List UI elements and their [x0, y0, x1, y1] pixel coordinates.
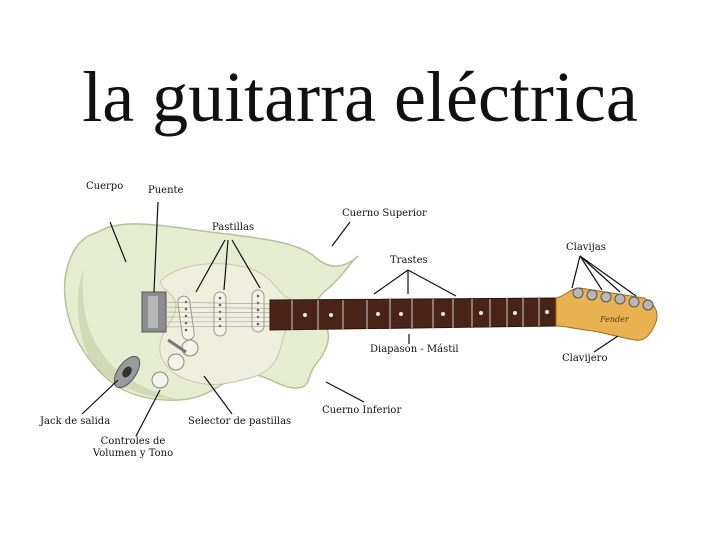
- body-shade: [77, 270, 180, 400]
- label-puente: Puente: [148, 185, 184, 196]
- knob-volume: [151, 371, 169, 389]
- label-clavijero: Clavijero: [562, 353, 608, 364]
- label-selector-pastillas: Selector de pastillas: [188, 416, 292, 427]
- label-controles: Controles de Volumen y Tono: [88, 436, 178, 460]
- knob-tone-1: [167, 353, 185, 371]
- label-controles-line2: Volumen y Tono: [92, 448, 174, 459]
- fret-markers: [303, 310, 549, 317]
- label-pastillas: Pastillas: [212, 222, 255, 233]
- pickup-selector: [167, 338, 187, 354]
- headstock-logo: Fender: [599, 315, 630, 324]
- knob-tone-2: [181, 339, 199, 357]
- label-trastes: Trastes: [390, 255, 428, 266]
- label-controles-line1: Controles de: [100, 436, 166, 447]
- label-clavijas: Clavijas: [566, 242, 606, 253]
- label-cuerno-superior: Cuerno Superior: [342, 208, 427, 219]
- frets: [291, 298, 540, 330]
- leader-lines: [81, 201, 637, 437]
- label-jack-salida: Jack de salida: [40, 416, 111, 427]
- fretboard: [269, 297, 557, 331]
- label-cuerpo: Cuerpo: [86, 181, 124, 192]
- tuners: [572, 287, 654, 311]
- label-cuerno-inferior: Cuerno Inferior: [322, 405, 402, 416]
- label-diapason-mastil: Diapason - Mástil: [370, 344, 459, 355]
- bridge-saddles: [148, 296, 158, 328]
- slide-title: la guitarra eléctrica: [82, 57, 638, 137]
